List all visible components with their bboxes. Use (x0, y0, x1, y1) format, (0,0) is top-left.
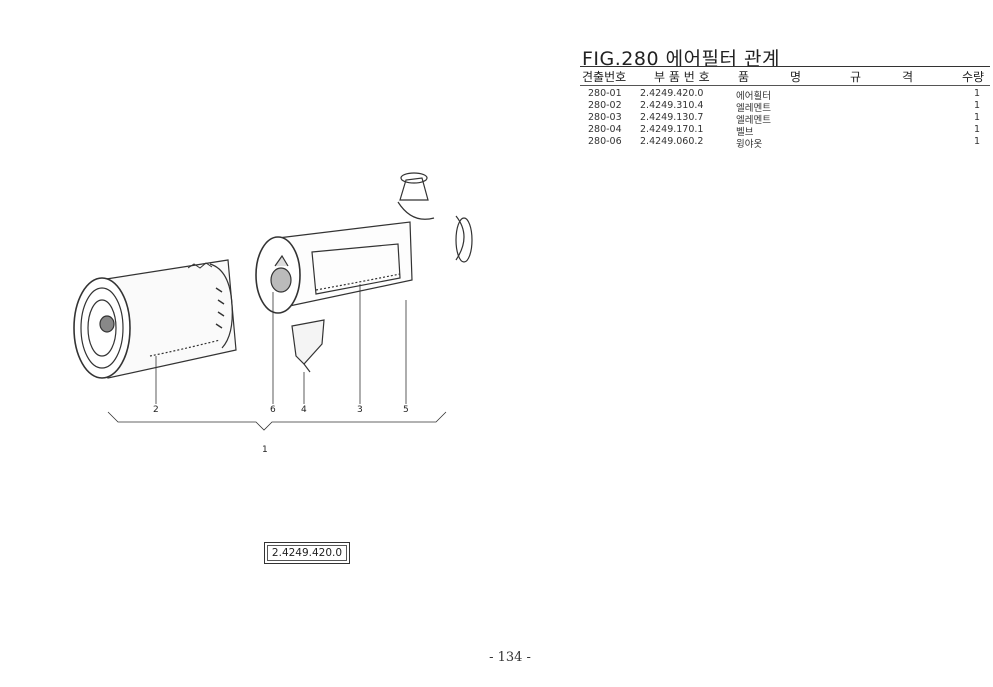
row-qty: 1 (973, 100, 980, 111)
table-row: 280-04 2.4249.170.1 벨브 1 (584, 124, 980, 138)
row-part-name: 엘레멘트 (736, 103, 771, 114)
row-part-no: 2.4249.170.1 (640, 124, 704, 135)
table-row: 280-03 2.4249.130.7 엘레멘트 1 (584, 112, 980, 126)
row-part-name: 윙야옷 (736, 139, 763, 150)
row-ref-no: 280-03 (588, 112, 622, 123)
callout-label: 5 (403, 405, 409, 415)
header-name-b: 명 (790, 70, 802, 84)
header-qty: 수량 (962, 70, 985, 84)
row-qty: 1 (973, 88, 980, 99)
row-part-no: 2.4249.060.2 (640, 136, 704, 147)
header-name-a: 품 (738, 70, 750, 84)
table-row: 280-06 2.4249.060.2 윙야옷 1 (584, 136, 980, 150)
row-part-name: 에어휠터 (736, 91, 771, 102)
row-ref-no: 280-01 (588, 88, 622, 99)
header-spec-a: 규 (850, 70, 862, 84)
row-part-no: 2.4249.420.0 (640, 88, 704, 99)
row-qty: 1 (973, 136, 980, 147)
table-row: 280-02 2.4249.310.4 엘레멘트 1 (584, 100, 980, 114)
air-filter-exploded-illustration: 2 6 4 3 5 1 (73, 172, 473, 455)
figure-title: FIG.280 에어필터 관계 (582, 48, 781, 70)
row-part-no: 2.4249.130.7 (640, 112, 704, 123)
table-row: 280-01 2.4249.420.0 에어휠터 1 (584, 88, 980, 102)
table-top-rule (580, 66, 990, 67)
callout-label: 2 (153, 405, 159, 415)
table-header-rule (580, 85, 990, 86)
row-ref-no: 280-06 (588, 136, 622, 147)
row-ref-no: 280-02 (588, 100, 622, 111)
header-spec-b: 격 (902, 70, 914, 84)
callout-label: 1 (262, 445, 268, 455)
callout-label: 3 (357, 405, 363, 415)
row-part-no: 2.4249.310.4 (640, 100, 704, 111)
page-number: - 134 - (489, 650, 531, 665)
row-part-name: 엘레멘트 (736, 115, 771, 126)
row-qty: 1 (973, 124, 980, 135)
row-ref-no: 280-04 (588, 124, 622, 135)
callout-label: 4 (301, 405, 307, 415)
assembly-part-number: 2.4249.420.0 (264, 542, 350, 564)
callout-label: 6 (270, 405, 276, 415)
header-part-no: 부 품 번 호 (654, 70, 710, 84)
header-ref-no: 견출번호 (582, 70, 627, 84)
row-qty: 1 (973, 112, 980, 123)
row-part-name: 벨브 (736, 127, 754, 138)
